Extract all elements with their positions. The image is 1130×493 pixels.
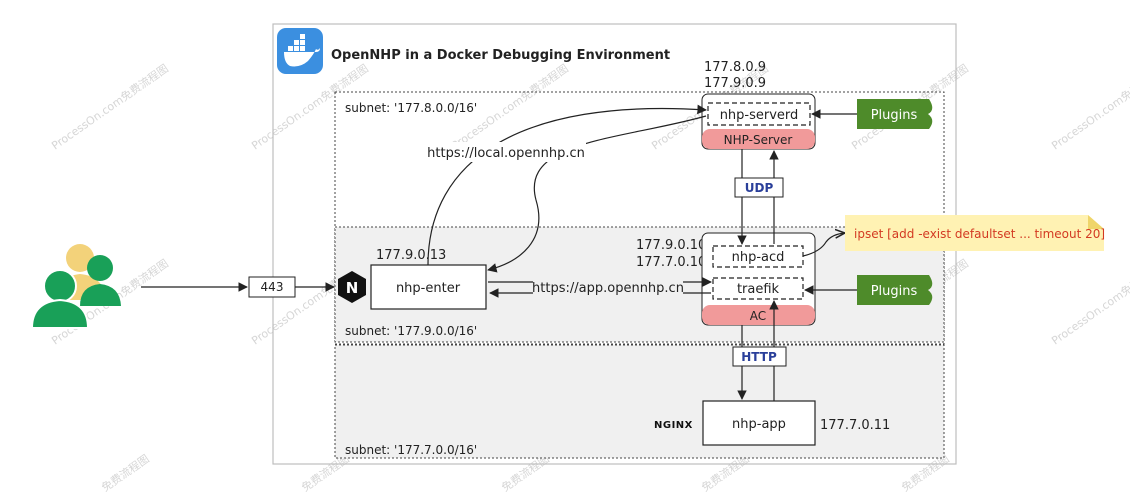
docker-icon bbox=[277, 28, 323, 74]
plugins-label-ac: Plugins bbox=[871, 284, 918, 299]
ipset-note-box bbox=[845, 215, 1104, 251]
diagram-title: OpenNHP in a Docker Debugging Environmen… bbox=[331, 48, 670, 63]
ac-group-bar bbox=[702, 305, 815, 325]
app-url-label: https://app.opennhp.cn bbox=[532, 281, 684, 296]
ac-group-label: AC bbox=[750, 309, 766, 323]
users-icon bbox=[30, 244, 121, 329]
server-ip-2: 177.9.0.9 bbox=[704, 76, 766, 91]
nhp-serverd-label: nhp-serverd bbox=[720, 108, 799, 123]
nhp-app-label: nhp-app bbox=[732, 417, 786, 432]
plugins-box-server[interactable] bbox=[857, 99, 933, 129]
ac-ip-2: 177.7.0.10 bbox=[636, 255, 706, 270]
nhp-serverd-box[interactable] bbox=[707, 102, 811, 126]
plugins-label-server: Plugins bbox=[871, 108, 918, 123]
enter-ip: 177.9.0.13 bbox=[376, 248, 446, 263]
subnet-label-server: subnet: '177.8.0.0/16' bbox=[345, 101, 477, 115]
nhp-acd-box[interactable] bbox=[712, 245, 804, 268]
watermark: ProcessOn.com免费流程图 bbox=[1049, 256, 1130, 347]
local-url-bg bbox=[426, 142, 586, 162]
port-label: 443 bbox=[261, 280, 284, 294]
traefik-label: traefik bbox=[737, 282, 780, 297]
ipset-note-text: ipset [add -exist defaultset ... timeout… bbox=[854, 227, 1105, 241]
traefik-box[interactable] bbox=[712, 277, 804, 300]
watermark: ProcessOn.com免费流程图 bbox=[49, 61, 171, 152]
udp-tag: UDP bbox=[745, 181, 774, 195]
app-url-bg bbox=[533, 279, 683, 296]
watermark: 免费流程图 bbox=[99, 451, 152, 493]
subnet-box-app bbox=[334, 344, 945, 459]
subnet-box-server bbox=[334, 91, 945, 345]
http-tag-box bbox=[732, 346, 787, 367]
nhp-server-group-bar bbox=[702, 129, 815, 149]
subnet-label-app: subnet: '177.7.0.0/16' bbox=[345, 443, 477, 457]
watermark: ProcessOn.com免费流程图 bbox=[1049, 61, 1130, 152]
ac-ip-1: 177.9.0.10 bbox=[636, 238, 706, 253]
nginx-wordmark-logo: NGINX bbox=[654, 420, 693, 431]
note-fold bbox=[1088, 215, 1104, 229]
nhp-app-box[interactable] bbox=[702, 400, 816, 446]
nhp-acd-label: nhp-acd bbox=[732, 250, 785, 265]
plugins-box-ac[interactable] bbox=[857, 275, 933, 305]
udp-tag-box bbox=[734, 177, 784, 198]
app-ip: 177.7.0.11 bbox=[820, 418, 890, 433]
nhp-enter-label: nhp-enter bbox=[396, 281, 461, 296]
edge-acd-note bbox=[802, 233, 845, 257]
nginx-logo-letter: N bbox=[346, 279, 359, 297]
http-tag: HTTP bbox=[741, 350, 777, 364]
nginx-logo-icon: N bbox=[338, 271, 366, 303]
edge-serverd-enter bbox=[487, 115, 707, 273]
server-ip-1: 177.8.0.9 bbox=[704, 60, 766, 75]
subnet-label-enter: subnet: '177.9.0.0/16' bbox=[345, 324, 477, 338]
local-url-label: https://local.opennhp.cn bbox=[427, 146, 585, 161]
nhp-server-group-label: NHP-Server bbox=[724, 133, 793, 147]
